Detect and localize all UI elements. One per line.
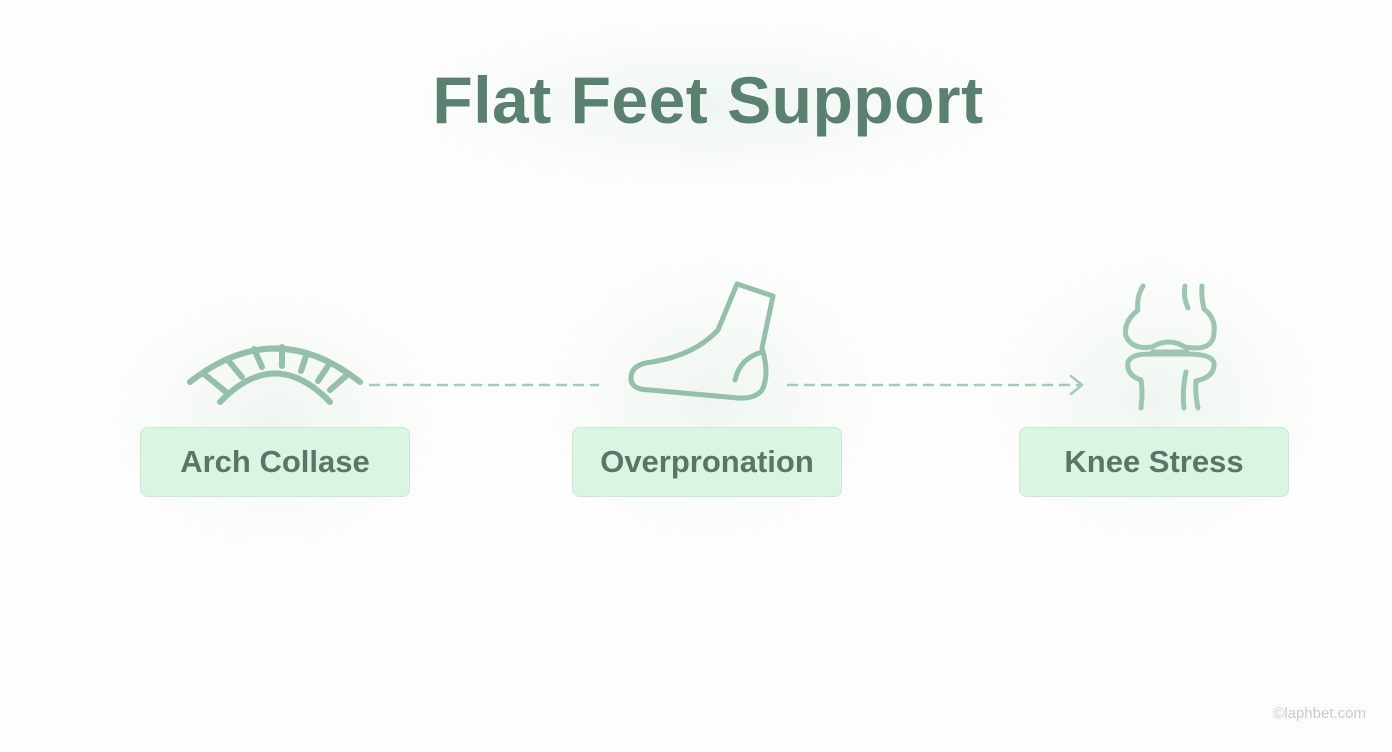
foot-icon (628, 281, 776, 401)
arch-icon (187, 344, 363, 405)
arrowhead-icon (1069, 374, 1084, 396)
node-knee-stress: Knee Stress (1019, 427, 1289, 497)
knee-joint-icon (1123, 283, 1217, 411)
node-arch-collapse: Arch Collase (140, 427, 410, 497)
diagram-title: Flat Feet Support (432, 63, 984, 137)
watermark-text: ©laphbet.com (1273, 705, 1366, 722)
node-overpronation: Overpronation (572, 427, 842, 497)
